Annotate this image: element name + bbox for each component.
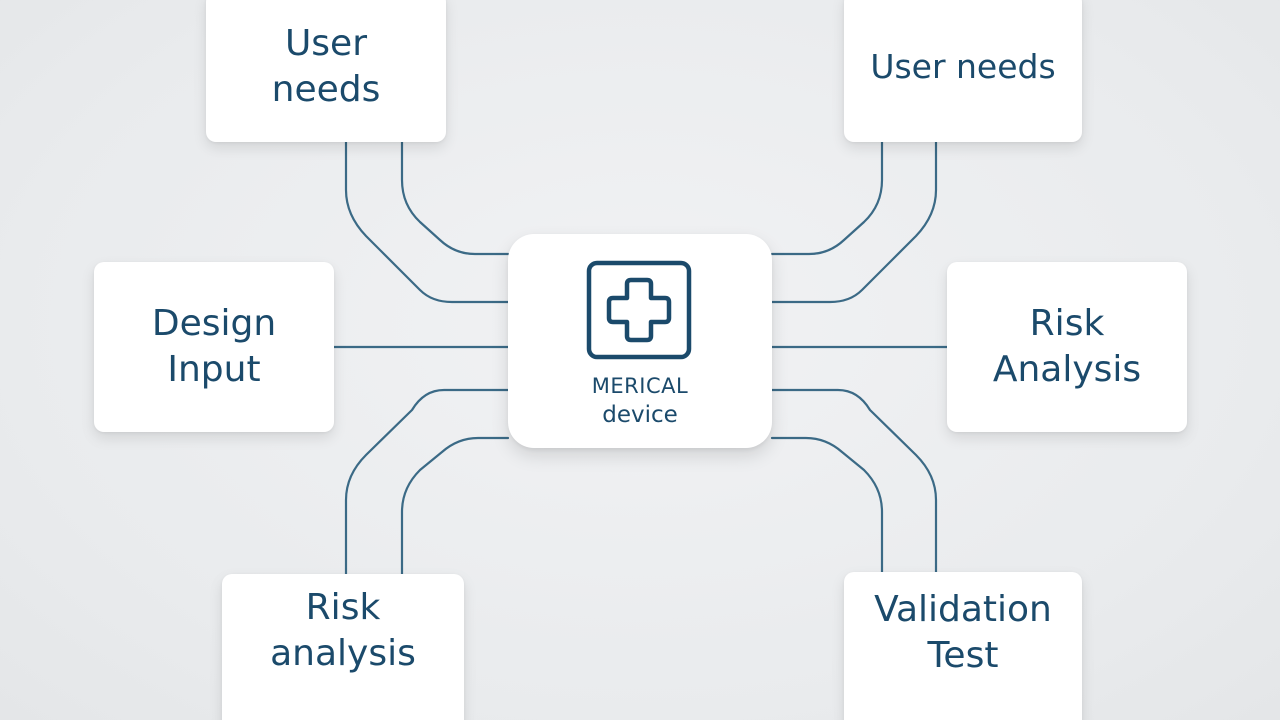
node-design-input: Design Input: [94, 262, 334, 432]
node-risk-analysis-bottom-line1: Risk: [305, 587, 381, 628]
node-risk-analysis-bottom: Risk analysis: [222, 574, 464, 720]
node-validation-test-line1: Validation: [874, 589, 1052, 630]
connector-validation-test-outer: [770, 388, 938, 574]
center-node-medical-device: MERICAL device: [508, 234, 772, 448]
connector-risk-analysis-bottom-inner: [400, 436, 510, 576]
node-validation-test: Validation Test: [844, 572, 1082, 720]
node-risk-analysis-bottom-line2: analysis: [270, 633, 416, 674]
connector-risk-analysis-bottom-outer: [344, 388, 510, 576]
node-user-needs-left-line1: User: [284, 23, 368, 64]
medical-cross-icon: [586, 260, 692, 360]
connector-validation-test-inner: [770, 436, 884, 574]
connector-user-needs-left-outer: [344, 140, 510, 304]
node-risk-analysis-right-line2: Analysis: [992, 349, 1142, 390]
center-label-line1: MERICAL: [591, 374, 689, 398]
connector-user-needs-left-inner: [400, 140, 510, 256]
node-validation-test-line2: Test: [927, 635, 999, 676]
node-design-input-line1: Design: [151, 303, 277, 344]
connector-user-needs-right-outer: [770, 140, 938, 304]
node-user-needs-right-line1: User needs: [870, 47, 1056, 86]
node-user-needs-left: User needs: [206, 0, 446, 142]
node-user-needs-right: User needs: [844, 0, 1082, 142]
node-design-input-line2: Input: [167, 349, 261, 390]
center-label-line2: device: [602, 402, 678, 428]
connector-user-needs-right-inner: [770, 140, 884, 256]
node-user-needs-left-line2: needs: [271, 69, 381, 110]
node-risk-analysis-right-line1: Risk: [1029, 303, 1105, 344]
node-risk-analysis-right: Risk Analysis: [947, 262, 1187, 432]
